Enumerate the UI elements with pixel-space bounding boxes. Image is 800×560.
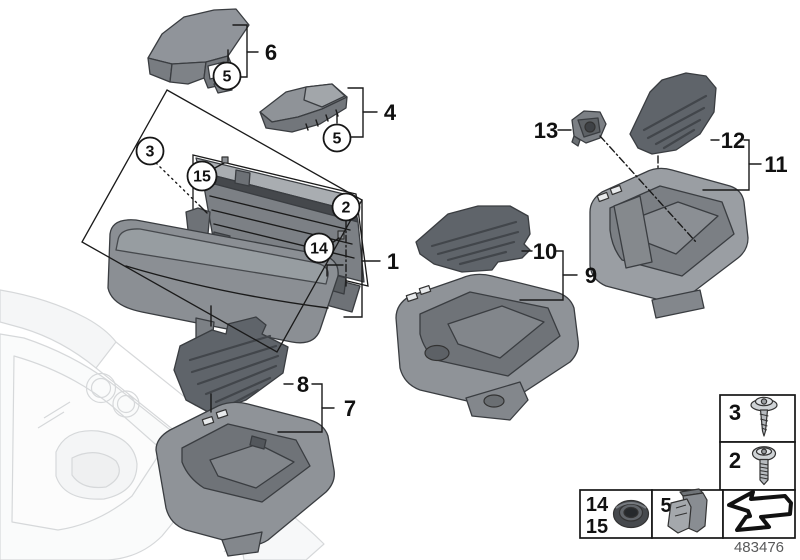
washer-head-screw-icon (750, 396, 778, 437)
callout-circle-15[interactable]: 15 (186, 160, 218, 192)
lock-part13 (571, 110, 607, 147)
callout-9[interactable]: 9 (585, 263, 597, 288)
legend-cell-direction (722, 489, 796, 539)
grommet-icon (612, 499, 650, 529)
callout-8[interactable]: 8 (297, 372, 309, 397)
grommet-15-target (221, 156, 229, 164)
callout-7[interactable]: 7 (344, 396, 356, 421)
callout-circle-5-trim[interactable]: 5 (322, 123, 352, 153)
direction-arrow-icon (727, 490, 793, 532)
rear-trim-part4 (259, 83, 348, 133)
storage-tray-part11 (589, 167, 749, 319)
legend-cell-screw-3: 3 (719, 394, 796, 443)
svg-text:5: 5 (223, 69, 232, 86)
legend-cell-clip-5: 5 (651, 488, 724, 539)
legend-label-5: 5 (660, 495, 671, 517)
legend-cell-grommet-14-15: 14 15 (579, 489, 653, 539)
callout-11[interactable]: 11 (764, 152, 787, 177)
legend-label-14: 14 (586, 494, 609, 516)
screw-14-target (337, 230, 345, 240)
rubber-mat-part8 (173, 316, 289, 414)
svg-text:5: 5 (333, 131, 342, 148)
storage-bin-part7 (155, 401, 335, 557)
leader-lines (81, 24, 762, 433)
pan-head-screw-icon (751, 446, 777, 486)
callout-4[interactable]: 4 (384, 100, 397, 125)
svg-text:3: 3 (146, 144, 155, 161)
callout-13[interactable]: 13 (534, 118, 558, 143)
callout-circle-3[interactable]: 3 (135, 136, 165, 166)
svg-text:15: 15 (193, 169, 211, 186)
legend-label-3: 3 (729, 400, 741, 425)
callout-10[interactable]: 10 (533, 239, 557, 264)
svg-text:2: 2 (342, 200, 351, 217)
svg-text:14: 14 (310, 241, 328, 258)
diagram-number: 483476 (734, 539, 784, 556)
spring-clip-icon (667, 488, 708, 534)
rubber-mat-part10 (415, 205, 531, 273)
storage-bin-part9 (395, 273, 579, 421)
legend-label-2: 2 (729, 448, 741, 473)
legend: 3 2 14 15 (579, 394, 796, 556)
callout-circle-14[interactable]: 14 (303, 232, 335, 264)
callout-12[interactable]: 12 (721, 128, 745, 153)
callout-6[interactable]: 6 (265, 40, 277, 65)
callouts: 6 4 1 8 7 10 9 12 11 13 5 5 3 15 2 (135, 40, 788, 421)
legend-label-15: 15 (586, 516, 608, 538)
callout-circle-2[interactable]: 2 (331, 192, 361, 222)
callout-1[interactable]: 1 (387, 249, 399, 274)
callout-circle-5-cover[interactable]: 5 (212, 61, 242, 91)
legend-cell-screw-2: 2 (719, 441, 796, 491)
rubber-mat-part12 (629, 72, 717, 155)
